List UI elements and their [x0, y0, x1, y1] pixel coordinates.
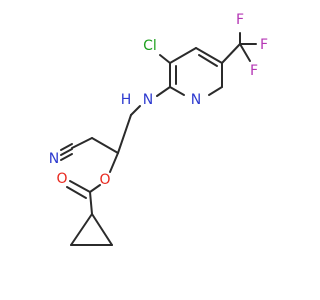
structure-diagram: Cl H N N N F F F O O [49, 12, 268, 246]
bond-c3-c4 [169, 47, 197, 64]
atom-ester-oxygen: O [99, 172, 110, 188]
bond-cp-3 [91, 213, 113, 246]
bond-lines [60, 32, 257, 246]
bond-c-cp [89, 191, 93, 215]
atom-nitrile-nitrogen: N [49, 151, 59, 167]
bond-cn-triple-a [60, 143, 73, 151]
atom-chlorine: Cl [143, 38, 157, 54]
bond-cf3-f-bottom [239, 43, 251, 62]
bond-cp-1 [70, 213, 93, 246]
bond-n1-c2 [169, 86, 185, 96]
bond-c4-c5 [195, 47, 223, 64]
bond-ch2-cn [71, 137, 93, 149]
atom-pyridine-nitrogen: N [191, 92, 201, 108]
atom-fluorine-bottom: F [250, 63, 258, 79]
bond-cn-triple-c [60, 153, 73, 161]
atom-fluorine-right: F [260, 37, 268, 53]
bond-ch-o [109, 152, 119, 173]
bond-c2-nh [156, 86, 171, 97]
bond-ch-ch2 [91, 137, 119, 154]
bond-c6-n1 [208, 86, 223, 96]
bond-o-c [89, 184, 101, 193]
atom-carbonyl-oxygen: O [56, 171, 67, 187]
atom-fluorine-top: F [236, 12, 244, 28]
bond-cn-triple-b [60, 148, 73, 156]
atom-labels: Cl H N N N F F F O O [49, 12, 268, 188]
bond-c5-cf3 [221, 43, 241, 64]
atom-amine-nitrogen: N [143, 92, 153, 108]
bond-nh-ch2 [130, 105, 141, 116]
atom-hydrogen: H [121, 92, 132, 108]
bond-c-o-a [69, 180, 91, 193]
bond-ch2-ch [117, 114, 132, 154]
bond-c-o-b [66, 186, 87, 199]
bond-c3-cl [159, 54, 171, 64]
bond-c4-c5-inner [198, 54, 218, 67]
